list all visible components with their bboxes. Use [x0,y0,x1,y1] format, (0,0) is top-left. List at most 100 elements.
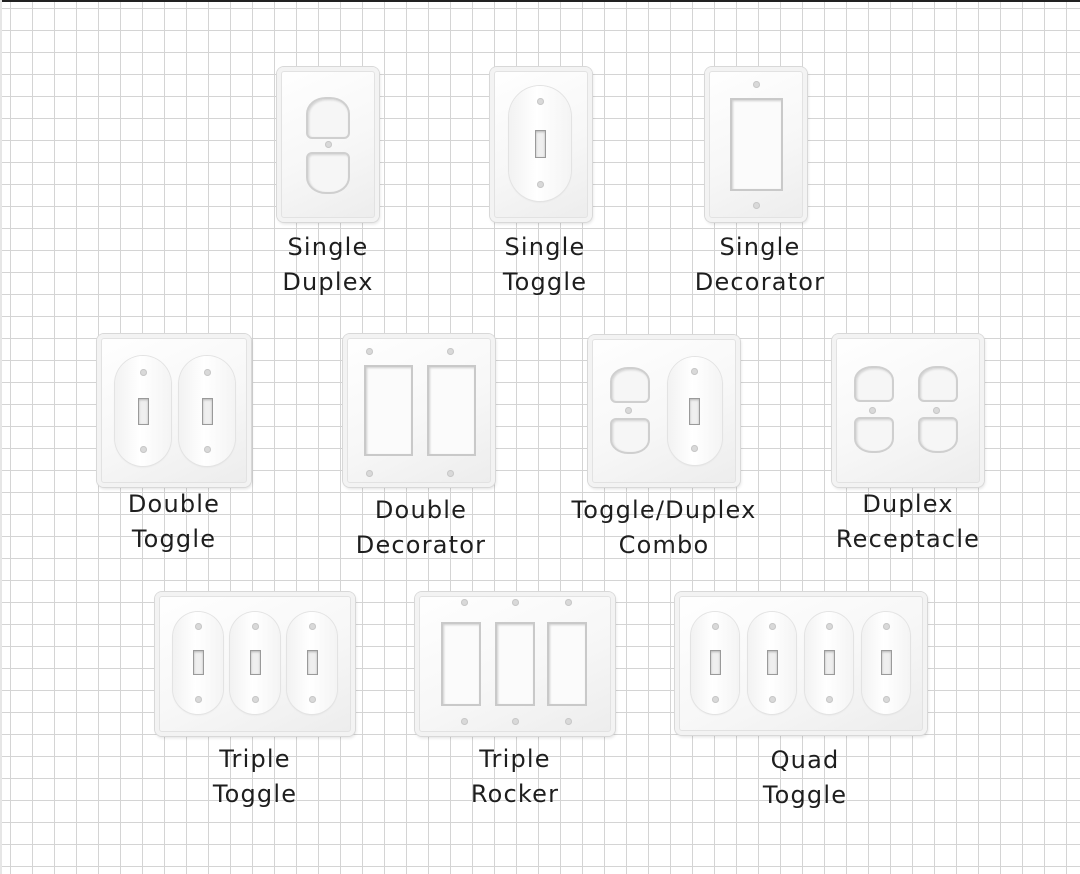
screw-icon [883,623,890,630]
plate-caption: Triple Toggle [155,742,355,812]
caption-line: Toggle [762,781,848,809]
screw-icon [712,696,719,703]
screw-icon [252,696,259,703]
outlet-icon [918,417,958,453]
toggle-slot-icon [710,650,721,675]
caption-line: Single [504,233,586,261]
decorator-opening [730,98,783,191]
screw-icon [195,623,202,630]
screw-icon [826,623,833,630]
screw-icon [883,696,890,703]
double-toggle-plate [97,334,251,487]
outlet-icon [854,417,894,453]
rocker-opening [441,622,481,706]
caption-line: Rocker [470,780,560,808]
screw-icon [826,696,833,703]
caption-line: Combo [618,531,710,559]
caption-line: Triple [479,745,551,773]
double-decorator-plate [343,334,495,487]
screw-icon [565,718,572,725]
screw-icon [869,407,876,414]
toggle-slot-icon [202,398,213,425]
caption-line: Toggle [502,268,588,296]
plate-caption: Single Duplex [228,230,428,300]
screw-icon [447,470,454,477]
decorator-opening [364,365,413,456]
screw-icon [769,696,776,703]
outlet-icon [306,97,350,139]
outlet-icon [918,366,958,402]
screw-icon [140,446,147,453]
plate-caption: Single Decorator [660,230,860,300]
toggle-slot-icon [138,398,149,425]
quad-toggle-plate [675,592,927,735]
single-decorator-plate [705,67,807,222]
caption-line: Receptacle [835,525,981,553]
toggle-slot-icon [689,398,700,425]
caption-line: Toggle [131,525,217,553]
screw-icon [204,446,211,453]
screw-icon [769,623,776,630]
plate-caption: Toggle/Duplex Combo [564,493,764,563]
screw-icon [461,599,468,606]
screw-icon [625,407,632,414]
screw-icon [252,623,259,630]
screw-icon [309,623,316,630]
toggle-slot-icon [250,650,261,675]
single-toggle-plate [490,67,592,222]
screw-icon [366,470,373,477]
screw-icon [461,718,468,725]
plate-caption: Double Decorator [321,493,521,563]
screw-icon [140,369,147,376]
rocker-opening [547,622,587,706]
plate-caption: Triple Rocker [415,742,615,812]
decorator-opening [427,365,476,456]
plate-caption: Double Toggle [74,487,274,557]
caption-line: Duplex [862,490,954,518]
caption-line: Double [127,490,221,518]
screw-icon [691,445,698,452]
plate-caption: Duplex Receptacle [808,487,1008,557]
caption-line: Decorator [355,531,487,559]
triple-rocker-plate [415,592,615,736]
top-border [0,0,1080,2]
outlet-icon [610,418,650,454]
plate-caption: Quad Toggle [705,743,905,813]
caption-line: Double [374,496,468,524]
plate-caption: Single Toggle [445,230,645,300]
screw-icon [195,696,202,703]
caption-line: Single [719,233,801,261]
outlet-icon [854,366,894,402]
caption-line: Toggle [212,780,298,808]
screw-icon [366,348,373,355]
caption-line: Single [287,233,369,261]
triple-toggle-plate [155,592,355,736]
screw-icon [512,599,519,606]
screw-icon [933,407,940,414]
toggle-slot-icon [767,650,778,675]
screw-icon [691,368,698,375]
screw-icon [753,81,760,88]
caption-line: Quad [770,746,840,774]
screw-icon [309,696,316,703]
toggle-slot-icon [193,650,204,675]
caption-line: Toggle/Duplex [571,496,757,524]
toggle-slot-icon [535,130,546,158]
single-duplex-plate [277,67,379,222]
outlet-icon [610,367,650,403]
left-border [0,0,2,874]
screw-icon [325,141,332,148]
screw-icon [512,718,519,725]
outlet-icon [306,152,350,194]
toggle-slot-icon [881,650,892,675]
caption-line: Decorator [694,268,826,296]
screw-icon [537,181,544,188]
screw-icon [447,348,454,355]
screw-icon [537,98,544,105]
screw-icon [204,369,211,376]
screw-icon [712,623,719,630]
duplex-receptacle-plate [832,334,984,487]
toggle-duplex-combo-plate [588,335,740,487]
caption-line: Duplex [282,268,374,296]
caption-line: Triple [219,745,291,773]
